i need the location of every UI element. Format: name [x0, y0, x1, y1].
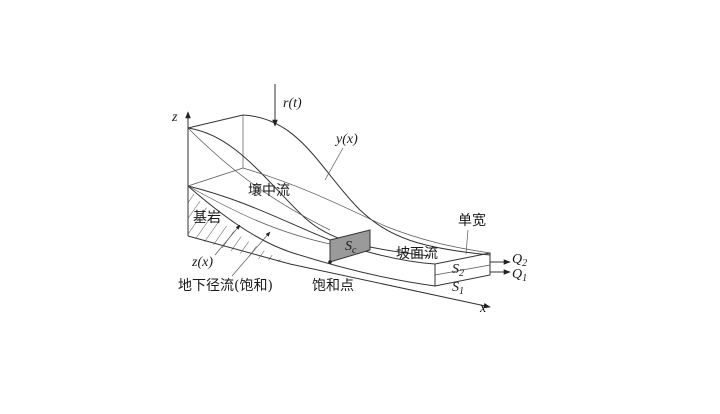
interflow-inner-curve — [187, 127, 331, 231]
groundwater-inner-curve — [187, 185, 331, 245]
bedrock-label: 基岩 — [193, 209, 221, 226]
surface-profile-leader — [324, 147, 344, 181]
saturation-point-label: 饱和点 — [312, 278, 354, 294]
outlet-end-box — [434, 252, 491, 287]
back-box-edges — [187, 114, 244, 186]
q1-label: Q1 — [512, 267, 527, 284]
unit-width-leader — [465, 229, 469, 255]
s2-label: S2 — [452, 262, 464, 279]
s1-label: S1 — [452, 280, 464, 297]
saturation-point-dot — [328, 260, 332, 264]
saturated-area-label: Sc — [345, 239, 357, 256]
bedrock-profile-leader — [214, 224, 241, 256]
groundwater-label: 地下径流(饱和) — [178, 278, 273, 294]
surface-profile-label: y(x) — [334, 132, 358, 147]
x-axis — [289, 263, 491, 309]
surface-profile-back — [242, 114, 491, 256]
z-axis-label: z — [171, 110, 178, 125]
overland-flow-label: 坡面流 — [396, 246, 438, 262]
rainfall-label: r(t) — [283, 96, 302, 111]
q2-label: Q2 — [512, 252, 527, 269]
groundwater-leader — [231, 231, 271, 277]
slope-cross-lines — [187, 167, 491, 254]
interflow-label: 壤中流 — [248, 182, 290, 199]
surface-profile-front — [187, 127, 431, 257]
unit-width-label: 单宽 — [458, 212, 486, 229]
bedrock-profile-label: z(x) — [191, 255, 213, 270]
x-axis-label: x — [479, 301, 487, 316]
bedrock-profile — [187, 185, 436, 287]
saturated-area-block — [329, 229, 371, 263]
